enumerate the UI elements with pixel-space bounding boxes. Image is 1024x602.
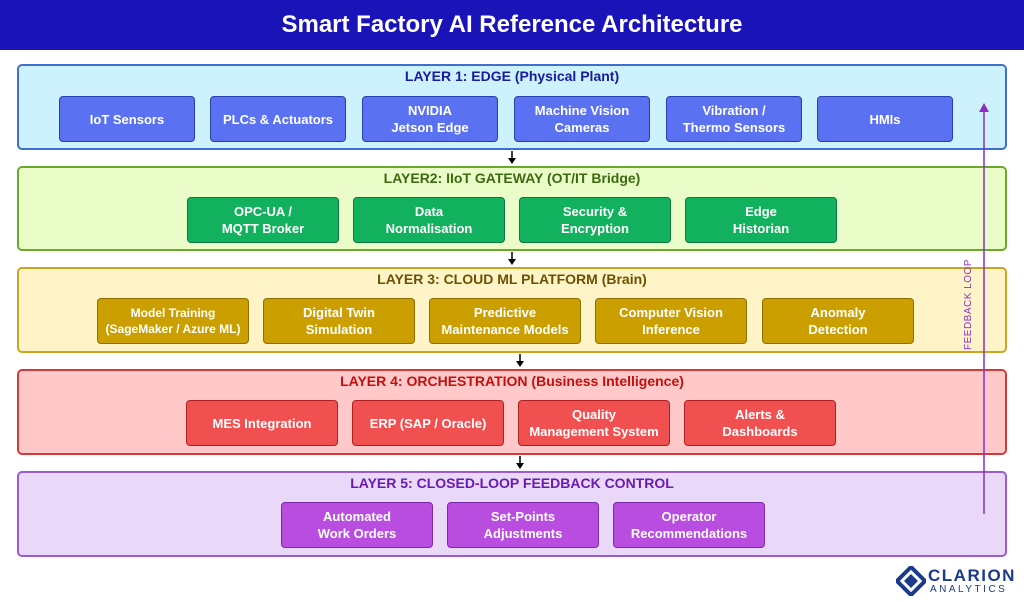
box-opcua-mqtt: OPC-UA / MQTT Broker: [187, 197, 339, 243]
box-security-encryption: Security & Encryption: [519, 197, 671, 243]
layer-3-cloud-ml: LAYER 3: CLOUD ML PLATFORM (Brain) Model…: [17, 267, 1007, 353]
box-operator-recommendations: Operator Recommendations: [613, 502, 765, 548]
page-title: Smart Factory AI Reference Architecture: [281, 11, 743, 38]
layer-5-title: LAYER 5: CLOSED-LOOP FEEDBACK CONTROL: [350, 475, 674, 491]
box-set-points: Set-Points Adjustments: [447, 502, 599, 548]
feedback-loop-label-wrap: FEEDBACK LOOP: [963, 259, 977, 430]
logo-name: CLARION: [928, 566, 1016, 585]
logo-subtitle: ANALYTICS: [930, 584, 1008, 595]
feedback-loop-label: FEEDBACK LOOP: [963, 259, 974, 350]
box-quality-management: Quality Management System: [518, 400, 670, 446]
box-vibration-thermo: Vibration / Thermo Sensors: [666, 96, 802, 142]
layer-1-title: LAYER 1: EDGE (Physical Plant): [404, 68, 620, 84]
box-alerts-dashboards: Alerts & Dashboards: [684, 400, 836, 446]
arrow-down-icon: [508, 252, 516, 265]
box-computer-vision: Computer Vision Inference: [595, 298, 747, 344]
arrow-down-icon: [516, 354, 524, 367]
layer-2-gateway: LAYER2: IIoT GATEWAY (OT/IT Bridge) OPC-…: [17, 166, 1007, 251]
header-banner: Smart Factory AI Reference Architecture: [0, 0, 1024, 50]
box-hmis: HMIs: [817, 96, 953, 142]
layer-1-edge: LAYER 1: EDGE (Physical Plant) IoT Senso…: [17, 64, 1007, 150]
box-model-training: Model Training (SageMaker / Azure ML): [97, 298, 249, 344]
box-plcs-actuators: PLCs & Actuators: [210, 96, 346, 142]
box-nvidia-jetson: NVIDIA Jetson Edge: [362, 96, 498, 142]
layer-4-title: LAYER 4: ORCHESTRATION (Business Intelli…: [340, 373, 684, 389]
layer-4-orchestration: LAYER 4: ORCHESTRATION (Business Intelli…: [17, 369, 1007, 455]
layer-5-feedback-control: LAYER 5: CLOSED-LOOP FEEDBACK CONTROL Au…: [17, 471, 1007, 557]
layer-3-title: LAYER 3: CLOUD ML PLATFORM (Brain): [377, 271, 647, 287]
box-mes-integration: MES Integration: [186, 400, 338, 446]
diamond-logo-icon: [896, 566, 926, 596]
box-predictive-maintenance: Predictive Maintenance Models: [429, 298, 581, 344]
box-digital-twin: Digital Twin Simulation: [263, 298, 415, 344]
box-erp: ERP (SAP / Oracle): [352, 400, 504, 446]
clarion-logo: CLARION ANALYTICS: [896, 564, 1020, 598]
layer-2-title: LAYER2: IIoT GATEWAY (OT/IT Bridge): [383, 170, 641, 186]
box-iot-sensors: IoT Sensors: [59, 96, 195, 142]
arrow-down-icon: [516, 456, 524, 469]
box-anomaly-detection: Anomaly Detection: [762, 298, 914, 344]
arrow-down-icon: [508, 151, 516, 164]
box-data-normalisation: Data Normalisation: [353, 197, 505, 243]
arrow-up-icon: [979, 103, 989, 514]
box-automated-work-orders: Automated Work Orders: [281, 502, 433, 548]
box-machine-vision: Machine Vision Cameras: [514, 96, 650, 142]
box-edge-historian: Edge Historian: [685, 197, 837, 243]
